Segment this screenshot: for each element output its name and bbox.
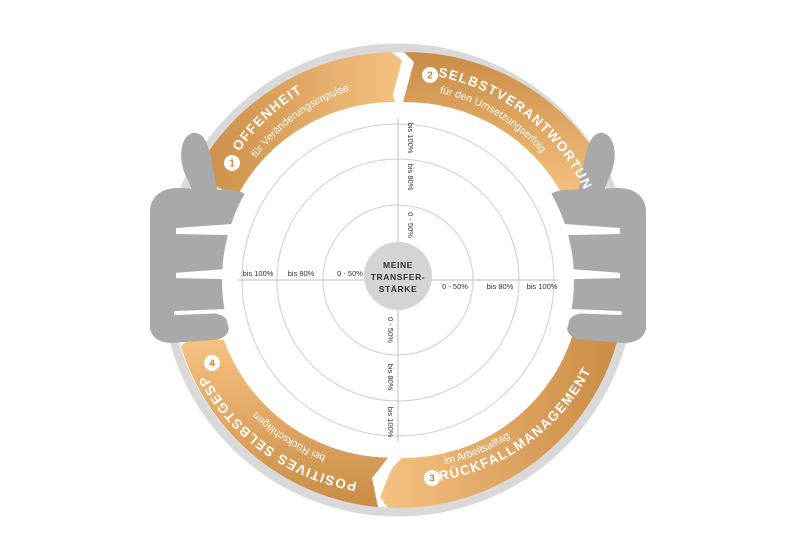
center-hub	[364, 242, 432, 310]
segment-4-number-badge	[204, 355, 220, 371]
segment-1-number-badge	[224, 155, 240, 171]
scale-left-50: 0 - 50%	[337, 269, 363, 278]
scale-right-100: bis 100%	[527, 282, 558, 291]
right-hand	[544, 132, 646, 343]
segment-2-band	[403, 52, 610, 198]
segment-2-number: 2	[427, 71, 433, 82]
scale-right-50: 0 - 50%	[442, 282, 468, 291]
scale-up-80: bis 80%	[406, 164, 415, 191]
scale-left-80: bis 80%	[288, 269, 315, 278]
scale-up-50: 0 - 50%	[406, 212, 415, 238]
segment-4-number: 4	[209, 359, 215, 370]
segment-1-band	[193, 52, 402, 196]
segment-3-band	[380, 334, 617, 509]
center-label-line1: MEINE	[383, 260, 413, 270]
segment-4-band	[181, 338, 388, 508]
center-label-line3: STÄRKE	[379, 284, 418, 294]
center-label-line2: TRANSFER-	[371, 272, 426, 282]
segment-3-number: 3	[429, 474, 435, 485]
scale-left-100: bis 100%	[243, 269, 274, 278]
scale-down-50: 0 - 50%	[386, 317, 395, 343]
scale-down-100: bis 100%	[386, 407, 395, 438]
scale-right-80: bis 80%	[487, 282, 514, 291]
segment-1-number: 1	[229, 159, 235, 170]
segment-3-number-badge	[424, 470, 440, 486]
scale-down-80: bis 80%	[386, 364, 395, 391]
left-hand	[150, 132, 252, 343]
scale-up-100: bis 100%	[406, 123, 415, 154]
segment-2-number-badge	[422, 67, 438, 83]
